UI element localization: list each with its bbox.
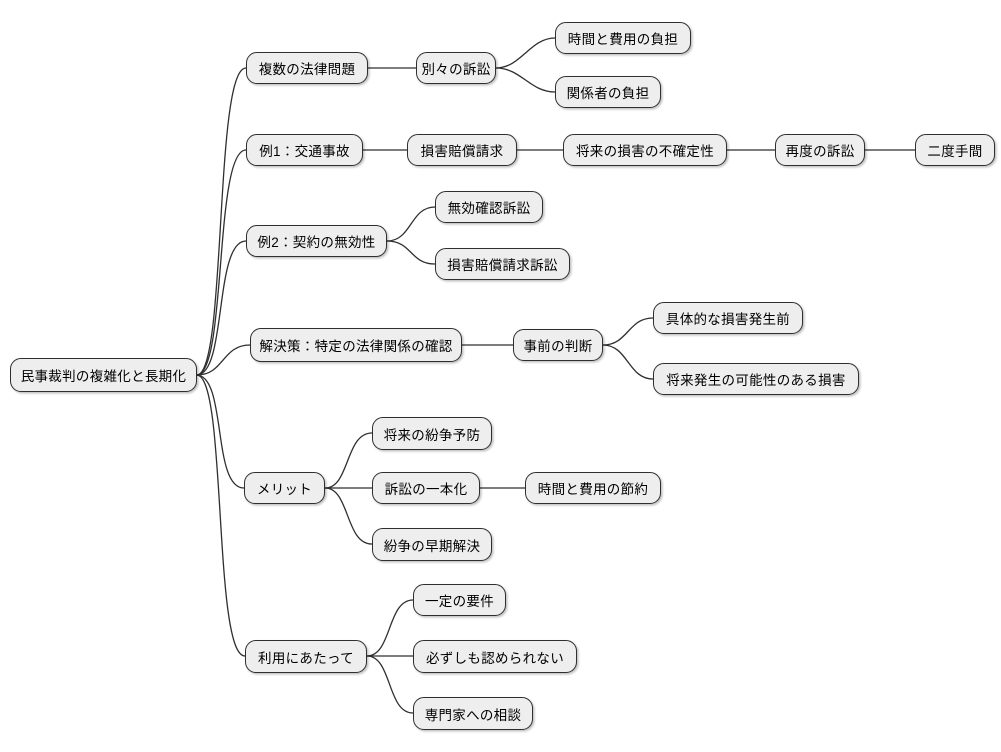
node-before-concrete-damage: 具体的な損害発生前 bbox=[653, 302, 803, 334]
edge-n1a-n1a1 bbox=[495, 37, 556, 69]
node-advance-judgment: 事前の判断 bbox=[513, 329, 603, 361]
node-consult-expert: 専門家への相談 bbox=[413, 697, 533, 730]
node-separate-lawsuits: 別々の訴訟 bbox=[416, 52, 496, 84]
node-future-dispute-prevention: 将来の紛争予防 bbox=[372, 417, 492, 450]
node-invalidity-confirmation-suit: 無効確認訴訟 bbox=[435, 191, 543, 223]
node-double-effort: 二度手間 bbox=[915, 134, 995, 166]
edge-root-n6 bbox=[196, 374, 246, 657]
node-example1-traffic-accident: 例1：交通事故 bbox=[246, 134, 363, 166]
edge-n3-n3a bbox=[386, 206, 436, 242]
node-repeat-lawsuit: 再度の訴訟 bbox=[775, 134, 865, 166]
node-damages-claim-suit: 損害賠償請求訴訟 bbox=[435, 248, 570, 280]
node-lawsuit-consolidation: 訴訟の一本化 bbox=[372, 472, 480, 504]
node-time-cost-savings: 時間と費用の節約 bbox=[525, 472, 661, 504]
node-early-dispute-resolution: 紛争の早期解決 bbox=[372, 528, 492, 561]
edge-n5-n5a bbox=[324, 432, 373, 489]
node-example2-contract-invalidity: 例2：契約の無効性 bbox=[246, 225, 387, 257]
edge-root-n5 bbox=[196, 374, 245, 489]
edge-n3-n3b bbox=[386, 240, 436, 265]
node-multiple-legal-issues: 複数の法律問題 bbox=[246, 52, 368, 84]
node-damages-claim: 損害賠償請求 bbox=[407, 134, 517, 166]
node-merits: メリット bbox=[244, 472, 325, 504]
edge-root-n2 bbox=[196, 149, 247, 376]
edge-n6-n6c bbox=[366, 655, 414, 714]
edge-n5-n5c bbox=[324, 487, 373, 545]
edge-root-n1 bbox=[196, 67, 247, 376]
edge-root-n3 bbox=[196, 240, 247, 376]
node-parties-burden: 関係者の負担 bbox=[555, 76, 661, 108]
node-not-always-granted: 必ずしも認められない bbox=[413, 640, 577, 673]
node-time-cost-burden: 時間と費用の負担 bbox=[555, 22, 691, 54]
node-root: 民事裁判の複雑化と長期化 bbox=[10, 358, 197, 392]
node-solution-legal-relation-confirmation: 解決策：特定の法律関係の確認 bbox=[250, 328, 462, 362]
edge-root-n4 bbox=[196, 344, 251, 376]
edge-n1a-n1a2 bbox=[495, 67, 556, 93]
node-future-damage-uncertainty: 将来の損害の不確定性 bbox=[563, 134, 727, 166]
node-usage-notes: 利用にあたって bbox=[245, 640, 367, 673]
edge-n4a-n4a2 bbox=[602, 344, 654, 380]
node-potential-future-damage: 将来発生の可能性のある損害 bbox=[653, 363, 859, 395]
edge-n4a-n4a1 bbox=[602, 317, 654, 346]
node-certain-requirements: 一定の要件 bbox=[413, 584, 506, 616]
edge-n6-n6a bbox=[366, 599, 414, 657]
